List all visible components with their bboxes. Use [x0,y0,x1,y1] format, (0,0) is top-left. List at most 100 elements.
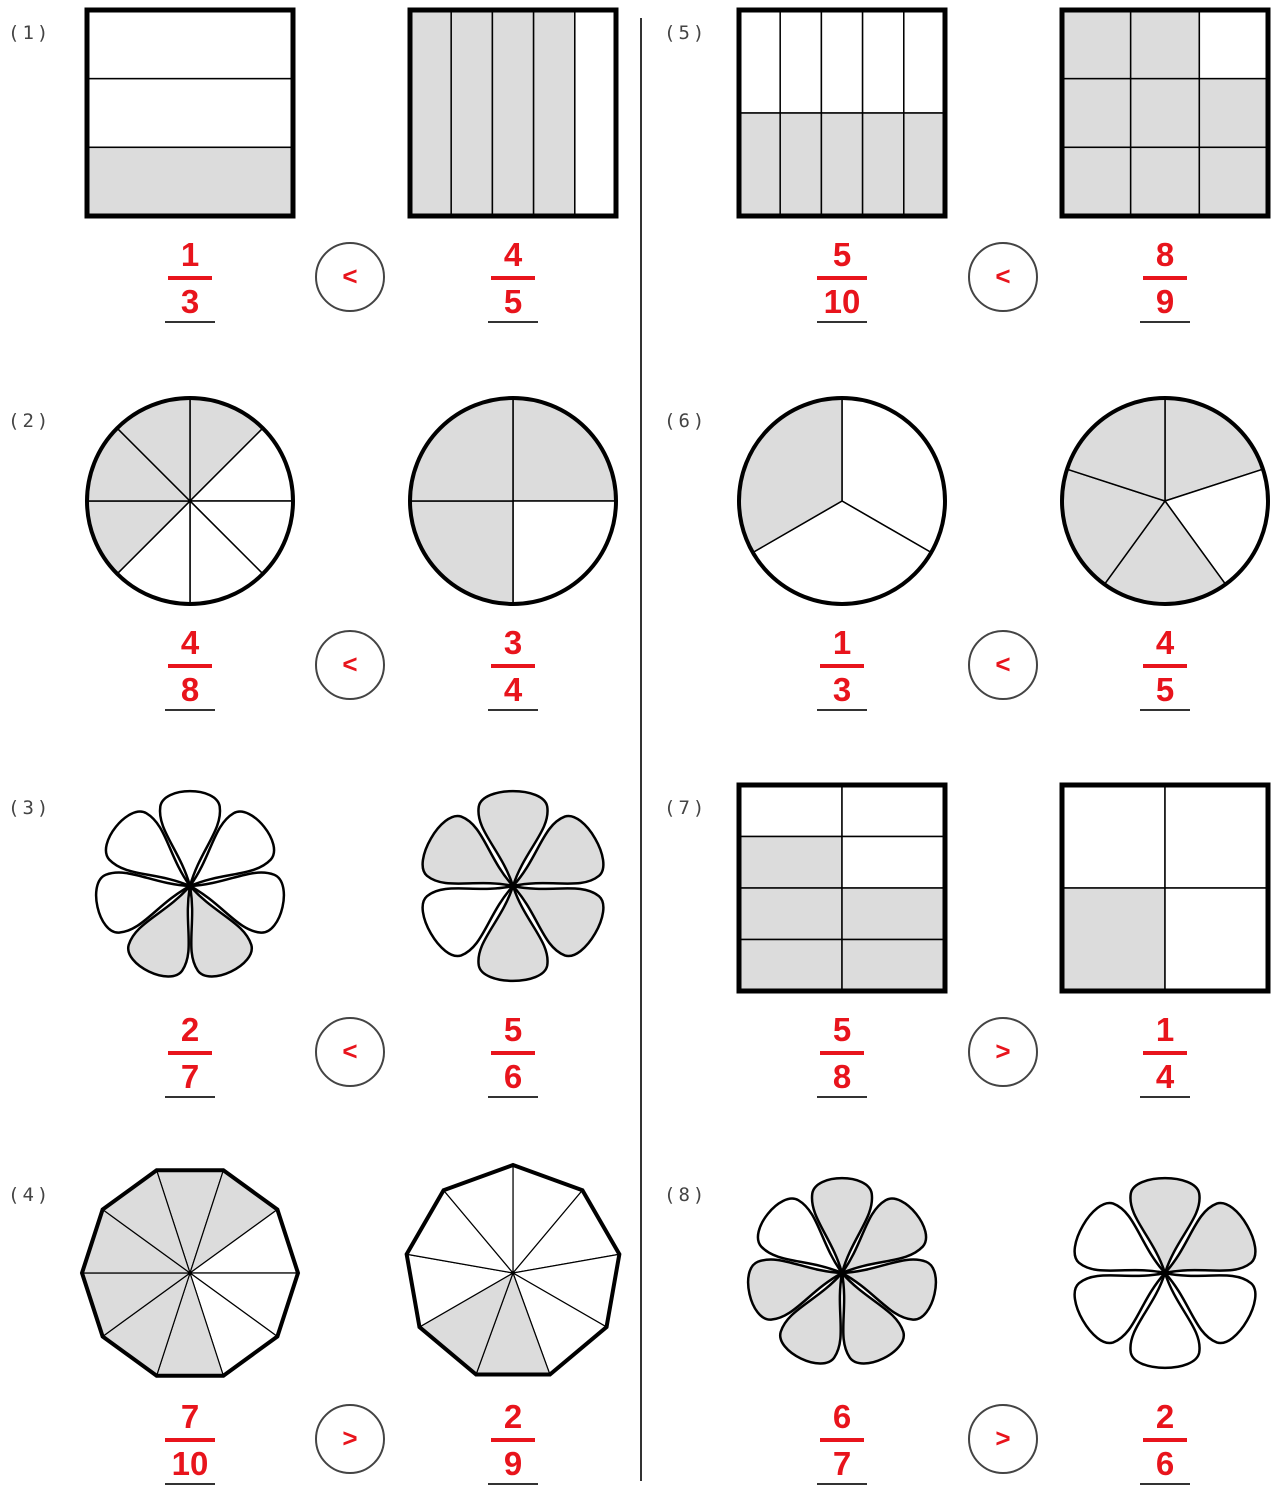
problem-number: (7) [664,797,707,819]
fraction-part [1062,785,1165,888]
fraction-part [1062,147,1131,216]
fraction-numerator: 4 [468,238,558,272]
problem-number: (2) [8,410,51,432]
right-figure [1060,783,1270,993]
left-figure [737,8,947,218]
fraction-denominator: 7 [797,1447,887,1481]
fraction-part [1165,888,1268,991]
fraction-denominator: 8 [145,673,235,707]
answer-line [165,1096,215,1098]
fraction-bar [1143,276,1187,280]
fraction-part [1165,785,1268,888]
right-figure [408,781,618,991]
problem-number: (5) [664,22,707,44]
fraction-bar [817,276,867,280]
right-figure [1060,8,1270,218]
fraction-part [780,10,821,113]
answer-line [165,321,215,323]
fraction-part [739,785,842,837]
comparison-answer-circle[interactable]: > [968,1404,1038,1474]
fraction-part [739,837,842,889]
answer-line [1140,1096,1190,1098]
comparison-answer-circle[interactable]: < [968,242,1038,312]
fraction-numerator: 6 [797,1400,887,1434]
fraction-bar [820,1051,864,1055]
fraction-bar [820,664,864,668]
fraction-bar [491,1438,535,1442]
fraction-bar [165,1438,215,1442]
fraction-numerator: 3 [468,626,558,660]
fraction-denominator: 4 [1120,1060,1210,1094]
left-fraction: 27 [145,1013,235,1098]
fraction-denominator: 9 [1120,285,1210,319]
fraction-part [842,888,945,940]
fraction-numerator: 4 [145,626,235,660]
fraction-denominator: 9 [468,1447,558,1481]
fraction-numerator: 1 [145,238,235,272]
problem-number: (6) [664,410,707,432]
fraction-denominator: 3 [145,285,235,319]
fraction-part [534,10,575,216]
left-fraction: 510 [797,238,887,323]
comparison-answer-circle[interactable]: > [968,1017,1038,1087]
problem-number: (8) [664,1184,707,1206]
fraction-numerator: 5 [797,1013,887,1047]
fraction-part [1131,10,1200,79]
answer-line [1140,321,1190,323]
fraction-part [904,113,945,216]
fraction-denominator: 6 [468,1060,558,1094]
fraction-part [780,113,821,216]
fraction-denominator: 10 [797,285,887,319]
fraction-denominator: 6 [1120,1447,1210,1481]
comparison-answer-circle[interactable]: > [315,1404,385,1474]
fraction-bar [168,1051,212,1055]
left-fraction: 48 [145,626,235,711]
fraction-numerator: 4 [1120,626,1210,660]
left-figure [85,396,295,606]
fraction-numerator: 5 [468,1013,558,1047]
fraction-part [87,79,293,148]
fraction-numerator: 5 [797,238,887,272]
fraction-part [87,10,293,79]
fraction-denominator: 3 [797,673,887,707]
comparison-answer-circle[interactable]: < [315,630,385,700]
fraction-part [1199,10,1268,79]
fraction-part [1199,147,1268,216]
comparison-answer-circle[interactable]: < [968,630,1038,700]
fraction-part [1131,79,1200,148]
left-figure [85,781,295,991]
fraction-part [821,113,862,216]
fraction-part [739,10,780,113]
fraction-bar [1143,1051,1187,1055]
fraction-bar [168,664,212,668]
fraction-bar [1143,1438,1187,1442]
problem-number: (4) [8,1184,51,1206]
fraction-numerator: 7 [145,1400,235,1434]
comparison-answer-circle[interactable]: < [315,1017,385,1087]
fraction-part [1062,79,1131,148]
left-figure [737,783,947,993]
fraction-denominator: 5 [468,285,558,319]
fraction-denominator: 10 [145,1447,235,1481]
left-figure [85,1168,295,1378]
fraction-part [842,837,945,889]
fraction-numerator: 8 [1120,238,1210,272]
fraction-part [492,10,533,216]
answer-line [165,709,215,711]
right-fraction: 14 [1120,1013,1210,1098]
fraction-part [451,10,492,216]
fraction-part [1131,147,1200,216]
comparison-answer-circle[interactable]: < [315,242,385,312]
fraction-numerator: 2 [468,1400,558,1434]
right-fraction: 56 [468,1013,558,1098]
fraction-bar [491,276,535,280]
fraction-part [1199,79,1268,148]
left-figure [85,8,295,218]
fraction-part [842,785,945,837]
